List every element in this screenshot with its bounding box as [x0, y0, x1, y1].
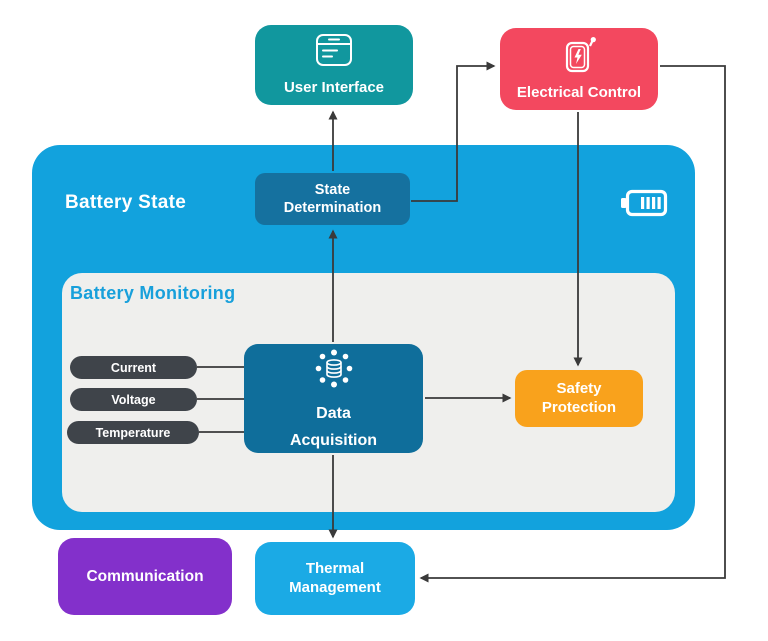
node-label-line1: State	[314, 181, 351, 198]
node-label-line1: Data	[316, 404, 351, 422]
window-lines-icon	[315, 33, 353, 73]
database-nodes-icon	[311, 347, 357, 397]
node-data-acquisition: Data Acquisition	[244, 344, 423, 453]
node-label-line2: Determination	[283, 200, 382, 216]
battery-monitoring-title: Battery Monitoring	[70, 283, 236, 303]
node-thermal-management: Thermal Management	[255, 542, 415, 615]
node-state-determination: State Determination	[255, 173, 410, 225]
node-safety-protection: Safety Protection	[515, 370, 643, 427]
charger-bolt-icon	[558, 36, 600, 80]
pill-current: Current	[70, 356, 197, 379]
node-label: User Interface	[283, 78, 385, 96]
node-electrical-control: Electrical Control	[500, 28, 658, 110]
node-label: Electrical Control	[516, 83, 642, 101]
battery-icon	[620, 189, 668, 222]
node-label-line2: Acquisition	[289, 431, 378, 449]
node-label-line2: Management	[289, 578, 381, 596]
pill-temperature: Temperature	[67, 421, 199, 444]
node-communication: Communication	[58, 538, 232, 615]
pill-voltage: Voltage	[70, 388, 197, 411]
node-label: Communication	[86, 567, 204, 585]
node-user-interface: User Interface	[255, 25, 413, 105]
battery-state-title: Battery State	[65, 192, 187, 213]
node-label-line1: Thermal	[305, 559, 365, 577]
node-label-line2: Protection	[541, 398, 617, 416]
node-label-line1: Safety	[556, 379, 602, 397]
